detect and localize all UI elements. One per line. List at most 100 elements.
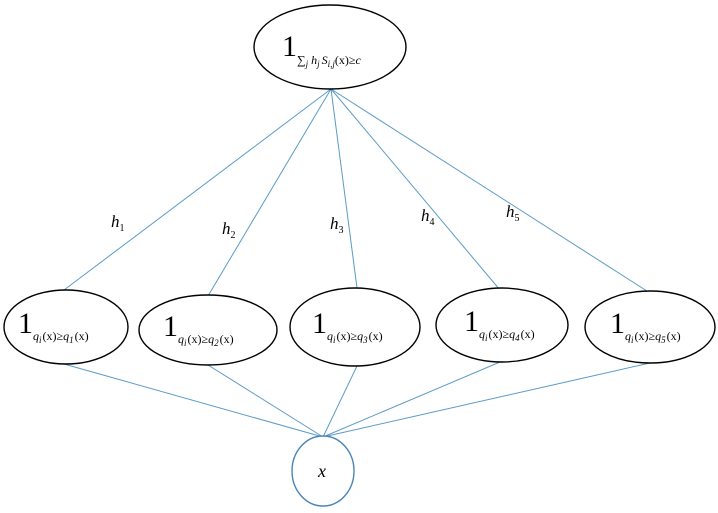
weight-label-5: h5 xyxy=(506,202,520,224)
hidden-node-relation: ≥ xyxy=(503,327,510,341)
top-edges xyxy=(63,88,651,297)
top-node-threshold: c xyxy=(355,53,361,67)
hidden-node-one: 1 xyxy=(464,305,479,338)
top-node-score-index: i,j xyxy=(328,59,336,69)
hidden-node-arg: (x) xyxy=(635,329,649,343)
top-node-weight-index: j xyxy=(316,59,320,69)
hidden-node-lhs-index: i xyxy=(39,335,42,345)
hidden-node-lhs-index: i xyxy=(184,338,187,348)
weight-index: 5 xyxy=(515,213,520,224)
hidden-nodes: 1qi(x)≥q1(x) 1qi(x)≥q2(x) 1qi(x)≥q3(x) 1… xyxy=(3,287,716,367)
hidden-node-one: 1 xyxy=(610,307,625,340)
hidden-node-5-label: 1qi(x)≥q5(x) xyxy=(610,307,681,345)
hidden-node-4-label: 1qi(x)≥q4(x) xyxy=(464,305,535,343)
weight-base: h xyxy=(506,202,515,221)
edge-hidden-4-input xyxy=(322,361,501,438)
hidden-node-2-label: 1qi(x)≥q2(x) xyxy=(163,310,234,348)
hidden-node-arg: (x) xyxy=(337,329,351,343)
weight-label-2: h2 xyxy=(222,219,236,241)
input-node: x xyxy=(291,435,355,507)
hidden-node-rhs-index: 1 xyxy=(69,335,74,345)
top-node-arg: (x) xyxy=(335,53,349,67)
hidden-node-1-label: 1qi(x)≥q1(x) xyxy=(18,307,89,345)
hidden-node-one: 1 xyxy=(163,310,178,343)
weight-index: 4 xyxy=(430,217,435,228)
hidden-node-lhs-index: i xyxy=(631,335,634,345)
hidden-node-3-ellipse xyxy=(289,287,421,367)
top-node-weight: h xyxy=(311,53,317,67)
hidden-node-rhs-index: 4 xyxy=(515,333,520,343)
hidden-node-1-ellipse xyxy=(3,289,129,365)
edge-top-hidden-2 xyxy=(207,88,332,297)
hidden-node-rhs-arg: (x) xyxy=(667,329,681,343)
edge-hidden-5-input xyxy=(322,362,651,438)
hidden-node-lhs: q xyxy=(327,329,333,343)
weight-base: h xyxy=(111,212,120,231)
hidden-node-lhs: q xyxy=(178,332,184,346)
hidden-node-arg: (x) xyxy=(43,329,57,343)
hidden-node-lhs: q xyxy=(479,327,485,341)
weight-label-1: h1 xyxy=(111,212,125,234)
weight-index: 2 xyxy=(231,230,236,241)
input-node-ellipse xyxy=(291,435,355,507)
weight-label-4: h4 xyxy=(421,206,435,228)
hidden-node-lhs-index: i xyxy=(333,335,336,345)
hidden-node-3-label: 1qi(x)≥q3(x) xyxy=(312,307,383,345)
hidden-node-rhs-index: 2 xyxy=(214,338,219,348)
hidden-node-5: 1qi(x)≥q5(x) xyxy=(584,290,716,364)
hidden-node-arg: (x) xyxy=(188,332,202,346)
hidden-node-one: 1 xyxy=(18,307,33,340)
hidden-node-2: 1qi(x)≥q2(x) xyxy=(138,294,278,366)
weight-base: h xyxy=(421,206,430,225)
hidden-node-lhs: q xyxy=(33,329,39,343)
hidden-node-4: 1qi(x)≥q4(x) xyxy=(435,287,569,363)
hidden-node-5-ellipse xyxy=(584,290,716,364)
hidden-node-rhs-arg: (x) xyxy=(75,329,89,343)
hidden-node-rhs: q xyxy=(357,329,363,343)
edge-top-hidden-3 xyxy=(330,88,358,289)
edge-top-hidden-4 xyxy=(330,88,501,291)
hidden-node-1: 1qi(x)≥q1(x) xyxy=(3,289,129,365)
hidden-node-rhs: q xyxy=(509,327,515,341)
edge-top-hidden-1 xyxy=(63,88,332,291)
top-node-ellipse xyxy=(253,4,407,90)
hidden-node-relation: ≥ xyxy=(351,329,358,343)
top-node-relation: ≥ xyxy=(349,53,356,67)
hidden-node-relation: ≥ xyxy=(202,332,209,346)
weight-labels: h1 h2 h3 h4 h5 xyxy=(111,202,520,241)
hidden-node-rhs-index: 3 xyxy=(362,335,368,345)
top-node-sum: ∑ xyxy=(297,53,306,67)
hidden-node-rhs-arg: (x) xyxy=(220,332,234,346)
weight-base: h xyxy=(330,214,339,233)
hidden-node-3: 1qi(x)≥q3(x) xyxy=(289,287,421,367)
top-node-sum-index: j xyxy=(305,59,309,69)
bottom-edges xyxy=(63,361,651,438)
hidden-node-rhs: q xyxy=(63,329,69,343)
hidden-node-4-ellipse xyxy=(435,287,569,363)
edge-hidden-1-input xyxy=(63,363,324,438)
weight-label-3: h3 xyxy=(330,214,344,236)
edge-top-hidden-5 xyxy=(330,88,651,294)
weight-base: h xyxy=(222,219,231,238)
edge-hidden-2-input xyxy=(207,364,324,438)
hidden-node-rhs: q xyxy=(655,329,661,343)
top-node-one: 1 xyxy=(282,30,297,63)
hidden-node-lhs-index: i xyxy=(485,333,488,343)
hidden-node-rhs-index: 5 xyxy=(661,335,666,345)
hidden-node-relation: ≥ xyxy=(649,329,656,343)
hidden-node-rhs-arg: (x) xyxy=(369,329,383,343)
input-node-label: x xyxy=(317,461,326,481)
hidden-node-rhs: q xyxy=(208,332,214,346)
weight-index: 1 xyxy=(120,223,125,234)
weight-index: 3 xyxy=(339,225,344,236)
hidden-node-rhs-arg: (x) xyxy=(521,327,535,341)
top-node-score: S xyxy=(322,53,328,67)
hidden-node-relation: ≥ xyxy=(57,329,64,343)
edge-hidden-3-input xyxy=(322,365,358,438)
hidden-node-arg: (x) xyxy=(489,327,503,341)
hidden-node-lhs: q xyxy=(625,329,631,343)
hidden-node-2-ellipse xyxy=(138,294,278,366)
